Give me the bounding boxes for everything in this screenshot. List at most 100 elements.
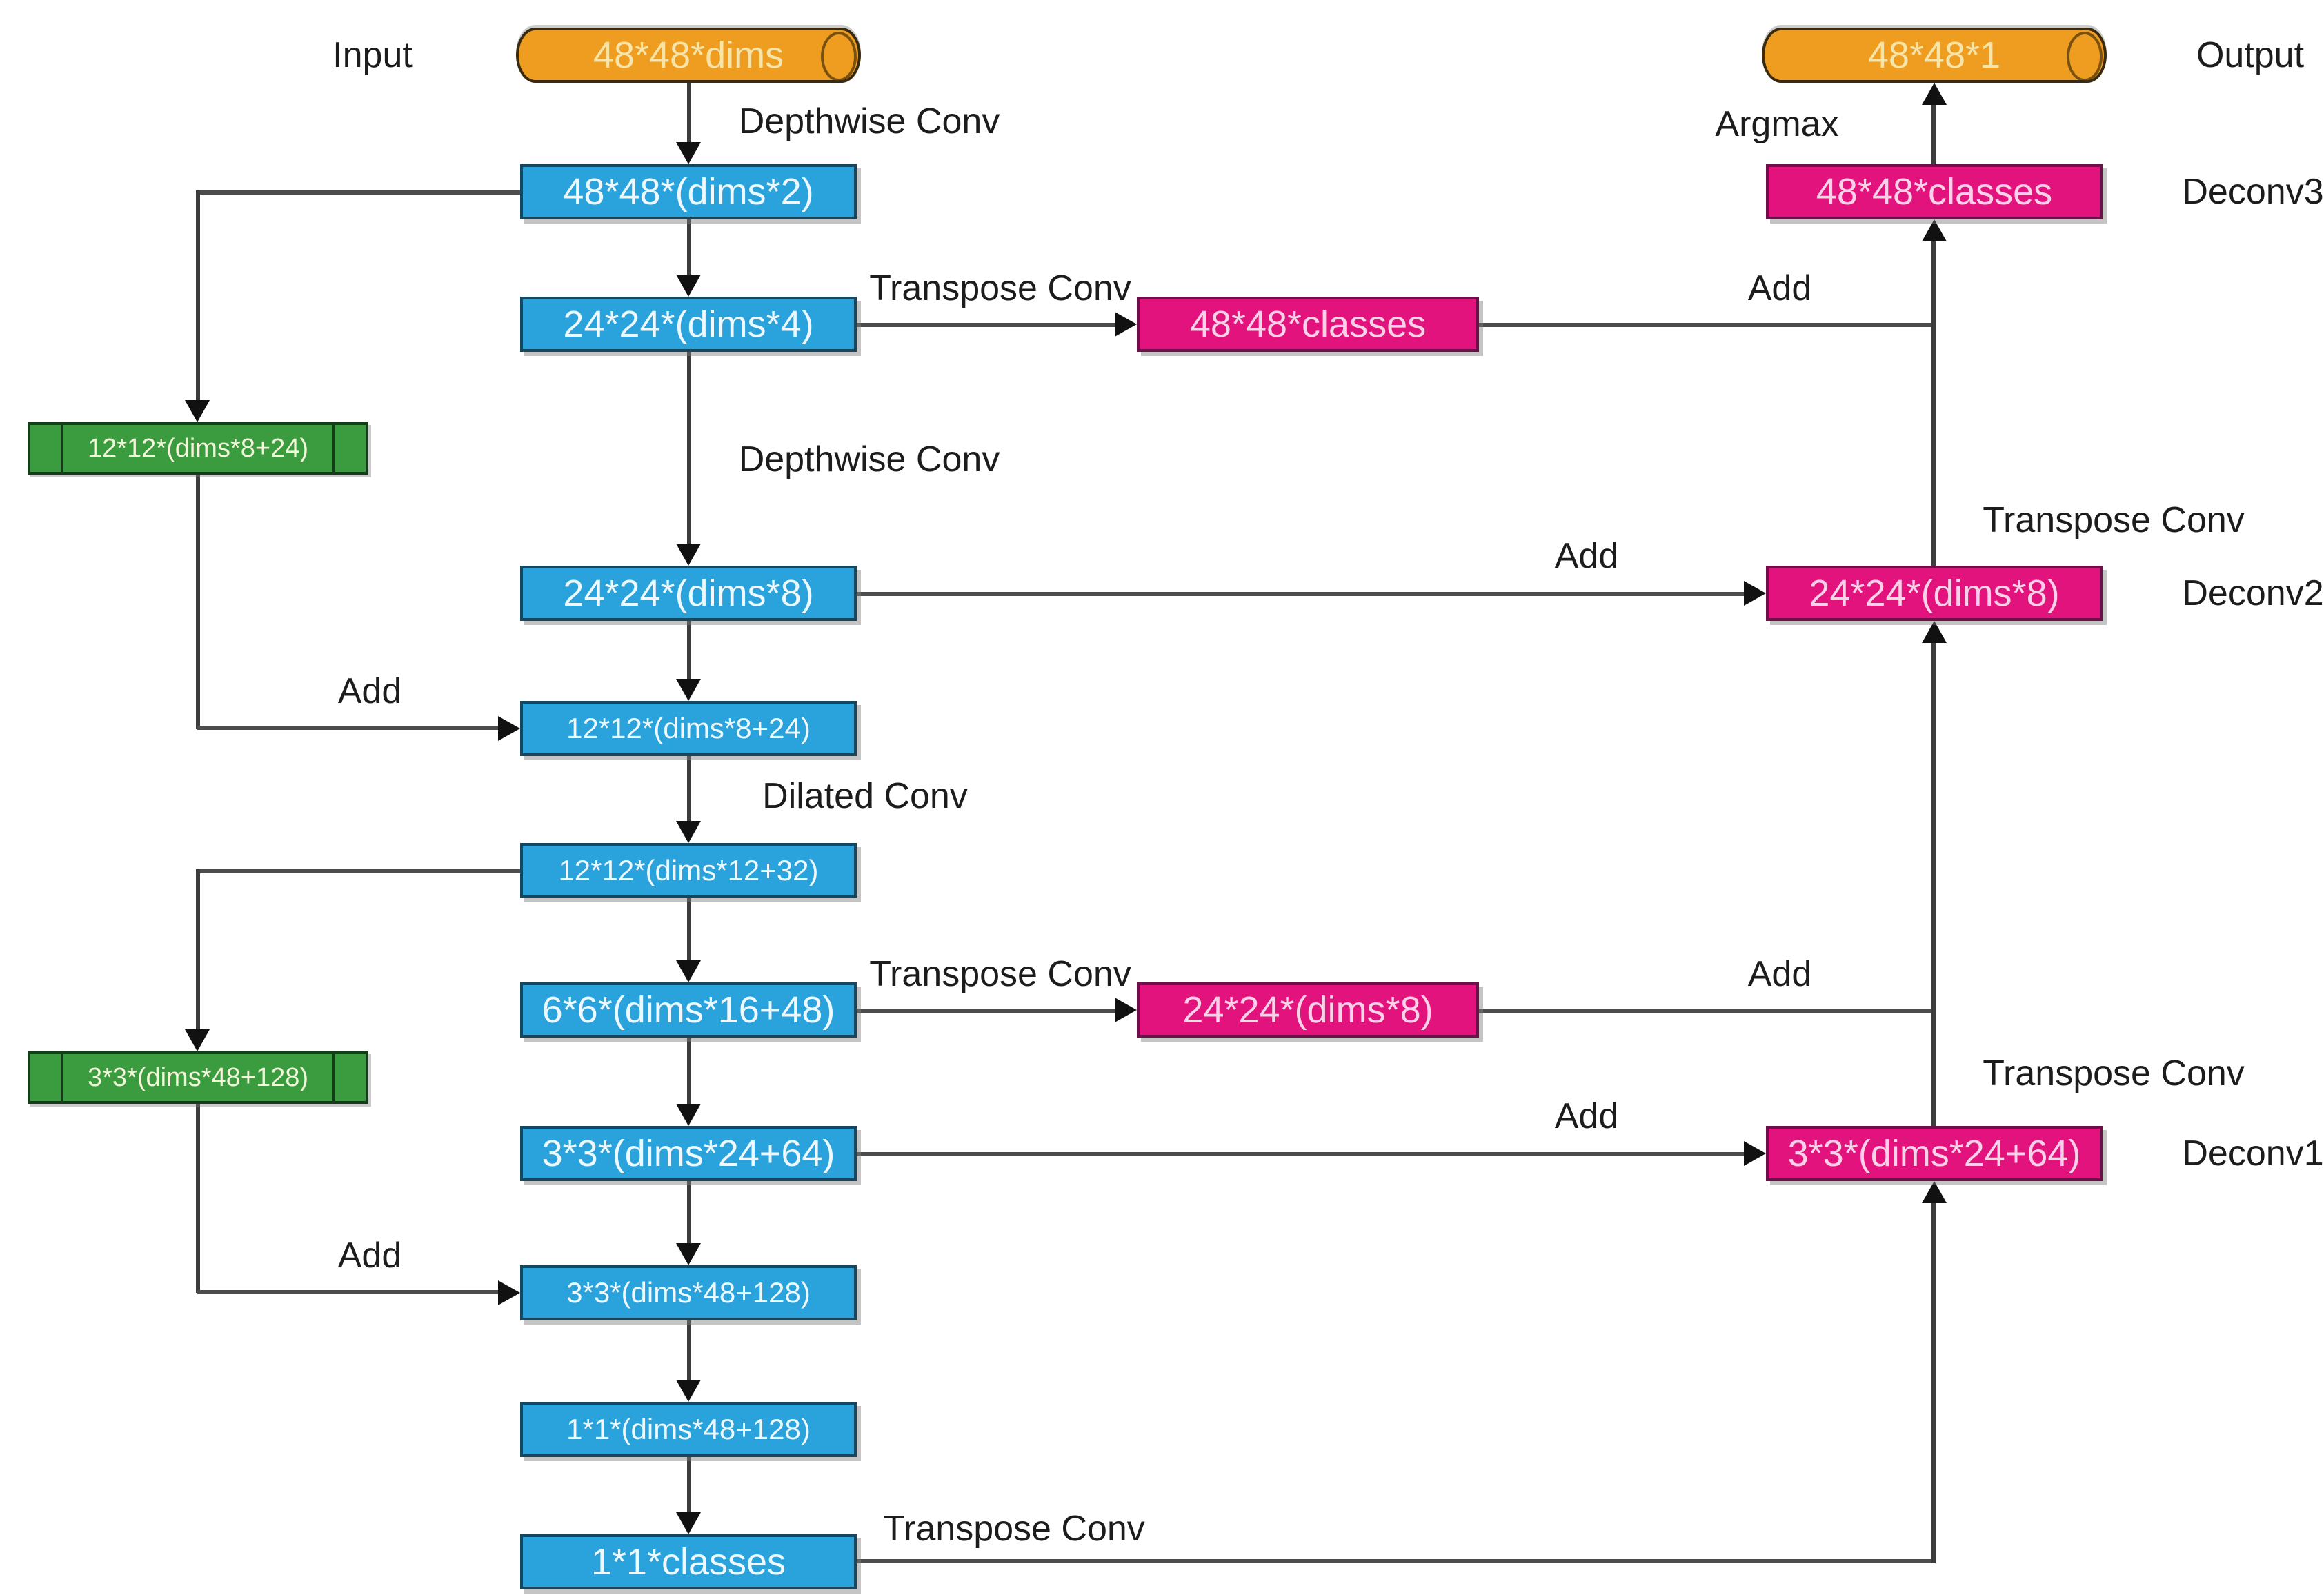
arrowhead — [676, 1380, 701, 1402]
arrowhead — [676, 544, 701, 566]
depthwise-conv-label-1: Depthwise Conv — [738, 100, 1000, 141]
block-e5: 12*12*(dims*12+32) — [520, 843, 857, 898]
block-e8: 3*3*(dims*48+128) — [520, 1265, 857, 1320]
skip-block-2: 3*3*(dims*48+128) — [28, 1051, 368, 1104]
block-e1: 48*48*(dims*2) — [520, 164, 857, 219]
node-text: 12*12*(dims*8+24) — [566, 713, 811, 744]
arrowhead — [1922, 621, 1947, 643]
block-e2: 24*24*(dims*4) — [520, 297, 857, 352]
node-text: 3*3*(dims*48+128) — [566, 1277, 811, 1309]
node-text: 3*3*(dims*48+128) — [87, 1063, 308, 1092]
arrowhead — [676, 1243, 701, 1265]
edge-e6-e7 — [687, 1038, 691, 1107]
node-text: 1*1*(dims*48+128) — [566, 1414, 811, 1445]
edge-deconv3-output — [1931, 102, 1936, 164]
edge-e2-uprow2 — [857, 323, 1118, 327]
node-text: 48*48*dims — [593, 34, 784, 75]
cap-line — [332, 1054, 335, 1101]
edge-e2-e3 — [687, 352, 691, 546]
edge-e6-uprow6 — [857, 1009, 1118, 1013]
deconv2-block: 24*24*(dims*8) — [1766, 566, 2103, 621]
arrowhead — [1115, 312, 1137, 337]
add-label-skip1: Add — [337, 670, 402, 711]
arrowhead — [1922, 83, 1947, 105]
upsample-block-row6: 24*24*(dims*8) — [1137, 982, 1479, 1038]
output-label: Output — [2196, 34, 2305, 75]
transpose-conv-label-bottom: Transpose Conv — [883, 1507, 1145, 1549]
add-label-enc3: Add — [1554, 535, 1619, 576]
edge-e10-deconv1-v — [1931, 1200, 1936, 1563]
edge-e3-deconv2 — [857, 592, 1747, 596]
transpose-conv-label-row2: Transpose Conv — [869, 267, 1131, 308]
arrowhead — [676, 275, 701, 297]
edge-input-e1 — [687, 83, 691, 145]
deconv1-block: 3*3*(dims*24+64) — [1766, 1126, 2103, 1181]
edge-e8-e9 — [687, 1320, 691, 1383]
edge-e5-skip2-v — [196, 869, 200, 1032]
add-label-skip2: Add — [337, 1234, 402, 1276]
edge-deconv1-deconv2 — [1931, 640, 1936, 1126]
node-text: 24*24*(dims*4) — [563, 303, 814, 344]
output-tensor-cylinder: 48*48*1 — [1762, 28, 2107, 83]
cylinder-rim — [2067, 32, 2103, 81]
edge-skip2-e8-v — [196, 1104, 200, 1293]
deconv3-block: 48*48*classes — [1766, 164, 2103, 219]
edge-e10-deconv1-h — [857, 1559, 1936, 1563]
arrowhead — [676, 1512, 701, 1534]
block-e4: 12*12*(dims*8+24) — [520, 701, 857, 756]
block-e7: 3*3*(dims*24+64) — [520, 1126, 857, 1181]
block-e6: 6*6*(dims*16+48) — [520, 982, 857, 1038]
edge-uprow6-junction — [1479, 1009, 1934, 1013]
add-label-top-right: Add — [1747, 267, 1812, 308]
node-text: 24*24*(dims*8) — [1182, 989, 1433, 1030]
edge-e1-skip1-h — [197, 190, 520, 195]
node-text: 1*1*classes — [590, 1540, 786, 1582]
arrowhead — [1922, 1181, 1947, 1203]
add-label-mid-right: Add — [1747, 953, 1812, 994]
arrowhead — [498, 716, 520, 741]
transpose-conv-label-deconv2: Transpose Conv — [1983, 499, 2245, 540]
arrowhead — [185, 1029, 210, 1051]
node-text: 48*48*(dims*2) — [563, 170, 814, 212]
arrowhead — [1744, 1141, 1766, 1166]
node-text: 12*12*(dims*12+32) — [558, 855, 819, 886]
argmax-label: Argmax — [1715, 103, 1839, 144]
deconv1-label: Deconv1 — [2182, 1132, 2324, 1173]
node-text: 24*24*(dims*8) — [563, 572, 814, 613]
cap-line — [61, 1054, 63, 1101]
arrowhead — [676, 142, 701, 164]
skip-block-1: 12*12*(dims*8+24) — [28, 422, 368, 475]
arrowhead — [676, 821, 701, 843]
dilated-conv-label: Dilated Conv — [762, 775, 968, 816]
cylinder-rim — [821, 32, 857, 81]
edge-skip1-e4-v — [196, 475, 200, 729]
edge-e1-e2 — [687, 219, 691, 277]
node-text: 48*48*classes — [1816, 170, 2053, 212]
arrowhead — [498, 1280, 520, 1305]
cap-line — [332, 425, 335, 472]
block-e9: 1*1*(dims*48+128) — [520, 1402, 857, 1457]
deconv2-label: Deconv2 — [2182, 572, 2324, 613]
block-e3: 24*24*(dims*8) — [520, 566, 857, 621]
input-tensor-cylinder: 48*48*dims — [516, 28, 861, 83]
cap-line — [61, 425, 63, 472]
node-text: 48*48*classes — [1189, 303, 1427, 344]
edge-e7-e8 — [687, 1181, 691, 1246]
edge-deconv2-deconv3 — [1931, 239, 1936, 621]
depthwise-conv-label-2: Depthwise Conv — [738, 438, 1000, 479]
block-e10: 1*1*classes — [520, 1534, 857, 1589]
transpose-conv-label-deconv1: Transpose Conv — [1983, 1052, 2245, 1093]
arrowhead — [676, 679, 701, 701]
node-text: 3*3*(dims*24+64) — [1787, 1132, 2081, 1173]
deconv3-label: Deconv3 — [2182, 170, 2324, 212]
input-label: Input — [332, 34, 413, 75]
edge-e5-e6 — [687, 898, 691, 963]
add-label-enc7: Add — [1554, 1095, 1619, 1136]
arrowhead — [185, 400, 210, 422]
node-text: 48*48*1 — [1867, 34, 2001, 75]
edge-e4-e5 — [687, 756, 691, 824]
arrowhead — [676, 1104, 701, 1126]
node-text: 24*24*(dims*8) — [1809, 572, 2060, 613]
arrowhead — [1115, 998, 1137, 1022]
